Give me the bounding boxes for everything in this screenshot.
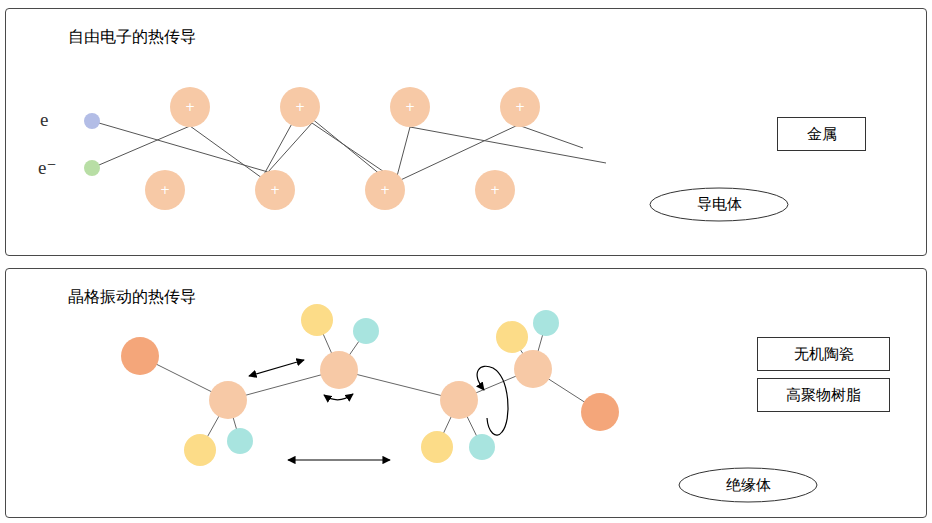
box-label: 导电体 xyxy=(697,195,742,214)
electron-label: e xyxy=(40,109,48,131)
atom-teal xyxy=(469,434,495,460)
box-label: 金属 xyxy=(807,125,837,144)
rotation-arrow xyxy=(324,394,353,400)
material-box: 高聚物树脂 xyxy=(757,378,890,412)
box-label: 高聚物树脂 xyxy=(786,386,861,405)
atom-yellow xyxy=(184,434,216,466)
box-label: 绝缘体 xyxy=(726,476,771,495)
charge-sign: + xyxy=(185,101,195,113)
charge-sign: + xyxy=(380,184,390,196)
atom-teal xyxy=(227,428,253,454)
atom-yellow xyxy=(496,321,528,353)
vibration-arrows xyxy=(249,360,508,460)
category-ellipse: 导电体 xyxy=(649,187,789,222)
positive-ion: + xyxy=(280,87,320,127)
vibration-arrow xyxy=(249,360,304,376)
charge-sign: + xyxy=(515,101,525,113)
atom-center xyxy=(440,381,478,419)
charge-sign: + xyxy=(490,184,500,196)
charge-sign: + xyxy=(295,101,305,113)
material-box: 金属 xyxy=(777,117,866,151)
electron-label: e⁻ xyxy=(38,156,56,179)
atom-center xyxy=(320,351,358,389)
atom-yellow xyxy=(421,431,453,463)
atoms xyxy=(121,304,619,466)
charge-sign: + xyxy=(270,184,280,196)
positive-ion: + xyxy=(365,170,405,210)
ellipse-shape xyxy=(679,468,817,502)
charge-sign: + xyxy=(160,184,170,196)
atom-large xyxy=(581,393,619,431)
panel-title: 自由电子的热传导 xyxy=(68,27,196,48)
atom-large xyxy=(121,337,159,375)
electron-dot xyxy=(84,160,100,176)
vibration-arrow xyxy=(288,459,390,460)
atom-center xyxy=(514,350,552,388)
material-box: 无机陶瓷 xyxy=(757,337,890,371)
rotation-arrow xyxy=(477,366,508,435)
positive-ion: + xyxy=(390,87,430,127)
charge-sign: + xyxy=(405,101,415,113)
positive-ion: + xyxy=(475,170,515,210)
category-ellipse: 绝缘体 xyxy=(678,467,818,503)
positive-ion: + xyxy=(500,87,540,127)
panel: 自由电子的热传导 + + + + + + + + 金属导电体 xyxy=(5,8,927,256)
atom-center xyxy=(209,381,247,419)
box-label: 无机陶瓷 xyxy=(794,345,854,364)
atom-teal xyxy=(533,310,559,336)
positive-ion: + xyxy=(145,170,185,210)
positive-ion: + xyxy=(255,170,295,210)
atom-teal xyxy=(353,318,379,344)
electron-dot xyxy=(84,113,100,129)
atom-yellow xyxy=(301,304,333,336)
panel-title: 晶格振动的热传导 xyxy=(68,287,196,308)
panel: 晶格振动的热传导无机陶瓷高聚物树脂绝缘体 xyxy=(5,268,927,518)
positive-ion: + xyxy=(170,87,210,127)
ellipse-shape xyxy=(650,188,788,221)
